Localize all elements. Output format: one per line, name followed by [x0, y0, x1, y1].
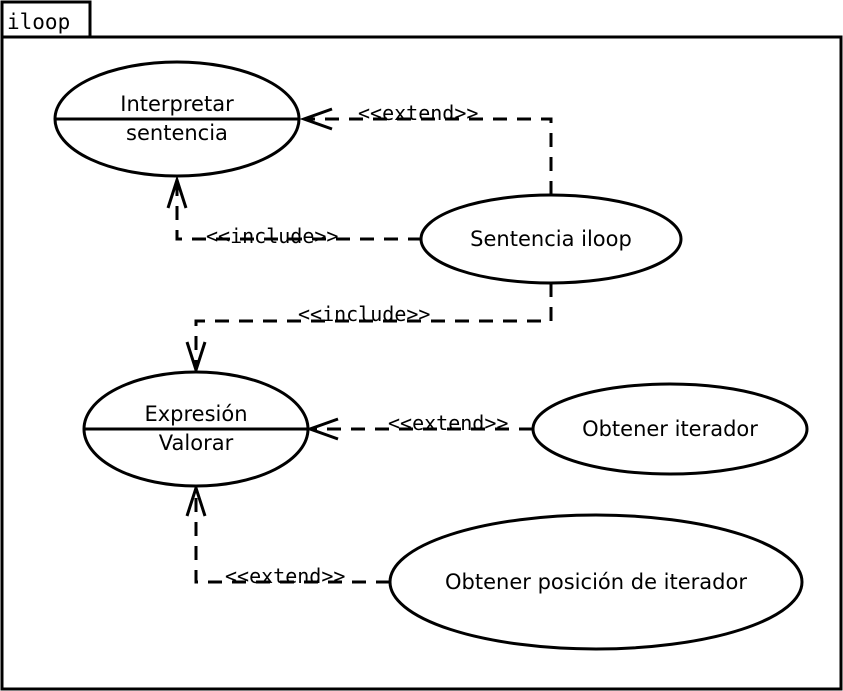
relation-include-sentencia-expresion: <<include>>: [185, 283, 553, 375]
use-case-label: sentencia: [126, 121, 228, 145]
use-case-obtener-posicion-de-iterador: Obtener posición de iterador: [388, 513, 804, 651]
use-case-label: Obtener posición de iterador: [445, 570, 747, 594]
open-arrowhead: [185, 483, 207, 517]
relation-label: <<extend>>: [358, 101, 478, 125]
relation-extend-posicion-expresion: <<extend>>: [185, 483, 390, 588]
use-case-interpretar-sentencia: Interpretar sentencia: [53, 60, 301, 178]
use-case-label: Valorar: [159, 431, 234, 455]
relation-label: <<extend>>: [388, 411, 508, 435]
open-arrowhead: [305, 417, 339, 441]
use-case-label: Obtener iterador: [582, 417, 758, 441]
relation-label: <<include>>: [206, 224, 338, 248]
use-case-obtener-iterador: Obtener iterador: [531, 382, 809, 476]
relation-extend-sentencia-interpretar: <<extend>>: [299, 101, 553, 195]
open-arrowhead: [166, 175, 188, 209]
relation-label: <<extend>>: [225, 564, 345, 588]
relation-label: <<include>>: [298, 302, 430, 326]
use-case-expresion-valorar: Expresión Valorar: [82, 370, 310, 488]
use-case-label: Sentencia iloop: [470, 227, 632, 251]
open-arrowhead: [299, 107, 333, 131]
use-case-label: Interpretar: [120, 92, 234, 116]
relation-extend-iterador-expresion: <<extend>>: [305, 411, 533, 441]
relation-include-sentencia-interpretar: <<include>>: [166, 175, 422, 248]
use-case-sentencia-iloop: Sentencia iloop: [419, 193, 683, 285]
package-body: [0, 35, 843, 691]
package-name: iloop: [7, 10, 70, 34]
open-arrowhead: [185, 341, 207, 375]
use-case-label: Expresión: [144, 402, 247, 426]
